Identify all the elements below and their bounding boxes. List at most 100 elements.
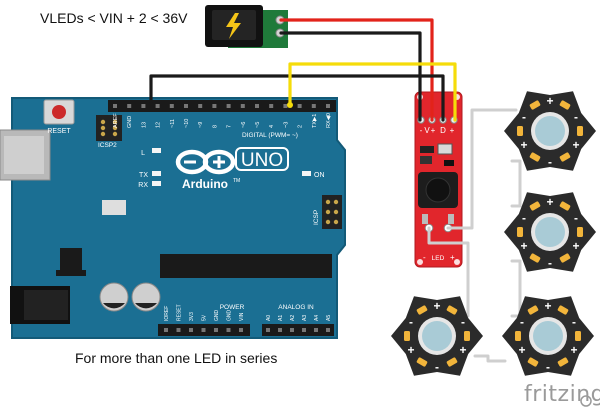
star-minus-label: - <box>548 256 552 270</box>
analog-pin-label: A2 <box>290 315 296 321</box>
top-pin-label: 8 <box>212 125 218 128</box>
icsp-header <box>322 195 342 229</box>
star-plus-label: + <box>518 343 525 357</box>
power-pin-hole <box>239 328 243 332</box>
power-pin-label: GND <box>214 310 220 322</box>
led-star-2: +-+-+- <box>504 192 596 272</box>
top-pin-label: ~9 <box>198 122 204 128</box>
power-pin-label: IOREF <box>164 306 170 321</box>
top-pin-hole <box>326 104 330 108</box>
star-minus-label: - <box>522 211 526 225</box>
top-pin-label: 12 <box>156 122 162 128</box>
analog-pin-hole <box>290 328 294 332</box>
driver-label-led-plus: + <box>450 253 455 262</box>
star-pad <box>559 201 571 211</box>
star-pad <box>464 331 470 341</box>
power-pin-hole <box>226 328 231 332</box>
star-minus-label: - <box>520 315 524 329</box>
supply-voltage-note: VLEDs < VIN + 2 < 36V <box>40 10 188 26</box>
top-pin-hole <box>155 104 160 108</box>
wire-pin3-yellow <box>288 62 457 122</box>
driver-ic-1 <box>420 146 434 153</box>
star-pad <box>529 253 541 263</box>
uno-badge <box>235 147 289 171</box>
star-plus-label: + <box>544 299 551 313</box>
star-plus-label: + <box>459 343 466 357</box>
top-pin-label: AREF <box>113 113 119 128</box>
star-plus-label: + <box>570 343 577 357</box>
analog-header <box>262 324 334 336</box>
top-pin-hole <box>127 104 132 108</box>
reset-button-cap[interactable] <box>52 105 66 119</box>
top-pin-hole <box>198 104 203 108</box>
star-pad <box>559 152 571 162</box>
wire-vin-red <box>279 18 434 122</box>
wire-vin-black <box>279 31 422 122</box>
icsp2-header <box>96 115 122 141</box>
power-pin-hole <box>214 328 218 332</box>
star-plus-label: + <box>520 239 527 253</box>
top-pin-label: ~6 <box>241 122 247 128</box>
analog-pin-label: A3 <box>302 315 308 321</box>
wire-led2-to-led3 <box>510 259 522 318</box>
top-pin-hole <box>169 104 174 108</box>
analog-pin-hole <box>302 328 306 332</box>
top-pin-label: TX▶1 <box>312 114 318 128</box>
top-pin-hole <box>297 104 302 108</box>
wire-gnd-black <box>149 74 445 122</box>
star-pad <box>529 152 541 162</box>
driver-label-d: D <box>440 126 446 135</box>
driver-label-led-minus: - <box>423 253 426 262</box>
wire-driver-to-led4 <box>427 226 470 318</box>
star-pad <box>416 305 428 315</box>
digital-header <box>108 100 336 112</box>
star-pad <box>515 331 521 341</box>
wire-led3-to-led4 <box>473 354 507 363</box>
driver-label-plus-1: + <box>431 126 436 135</box>
led-star-3: +-+-+- <box>502 296 594 376</box>
led-driver-module: - V + D + - LED + <box>414 91 463 268</box>
star-pad <box>529 100 541 110</box>
voltage-regulator <box>60 248 82 274</box>
star-pad <box>446 305 458 315</box>
star-minus-label: - <box>461 315 465 329</box>
analog-pin-label: A1 <box>278 315 284 321</box>
star-pad <box>517 126 523 136</box>
top-pin-hole <box>212 104 217 108</box>
top-pin-hole <box>311 104 316 108</box>
top-pin-label: 7 <box>227 125 233 128</box>
led-lens <box>535 217 565 247</box>
power-pin-label: 5V <box>202 314 208 321</box>
top-pin-hole <box>269 104 274 108</box>
top-pin-hole <box>226 104 231 108</box>
uno-label: UNO <box>241 150 283 171</box>
star-plus-label: + <box>546 94 553 108</box>
analog-label: ANALOG IN <box>278 304 314 311</box>
led-tx <box>152 171 161 176</box>
power-pin-hole <box>176 328 181 332</box>
led-lens <box>422 321 452 351</box>
driver-label-v-minus: - <box>420 126 423 135</box>
star-pad <box>446 357 458 367</box>
led-on <box>302 171 311 176</box>
power-pin-hole <box>164 328 168 332</box>
star-minus-label: - <box>574 110 578 124</box>
led-star-4: +-+-+- <box>391 296 483 376</box>
fritzing-watermark: fritzing <box>524 382 600 407</box>
power-pin-label: GND <box>227 310 233 322</box>
star-plus-label: + <box>407 343 414 357</box>
top-pin-label: GND <box>127 116 133 128</box>
top-pin-label: RX◀0 <box>326 113 332 128</box>
star-minus-label: - <box>548 155 552 169</box>
fritzing-logo <box>580 395 592 407</box>
analog-pin-label: A4 <box>314 315 320 321</box>
dc-power-jack <box>205 5 288 48</box>
star-pad <box>559 253 571 263</box>
star-minus-label: - <box>546 360 550 374</box>
power-pin-hole <box>189 328 193 332</box>
top-pin-label: 4 <box>269 125 275 128</box>
led-rx-label: RX <box>138 182 148 189</box>
top-pin-hole <box>113 104 117 108</box>
top-pin-label: ~5 <box>255 122 261 128</box>
